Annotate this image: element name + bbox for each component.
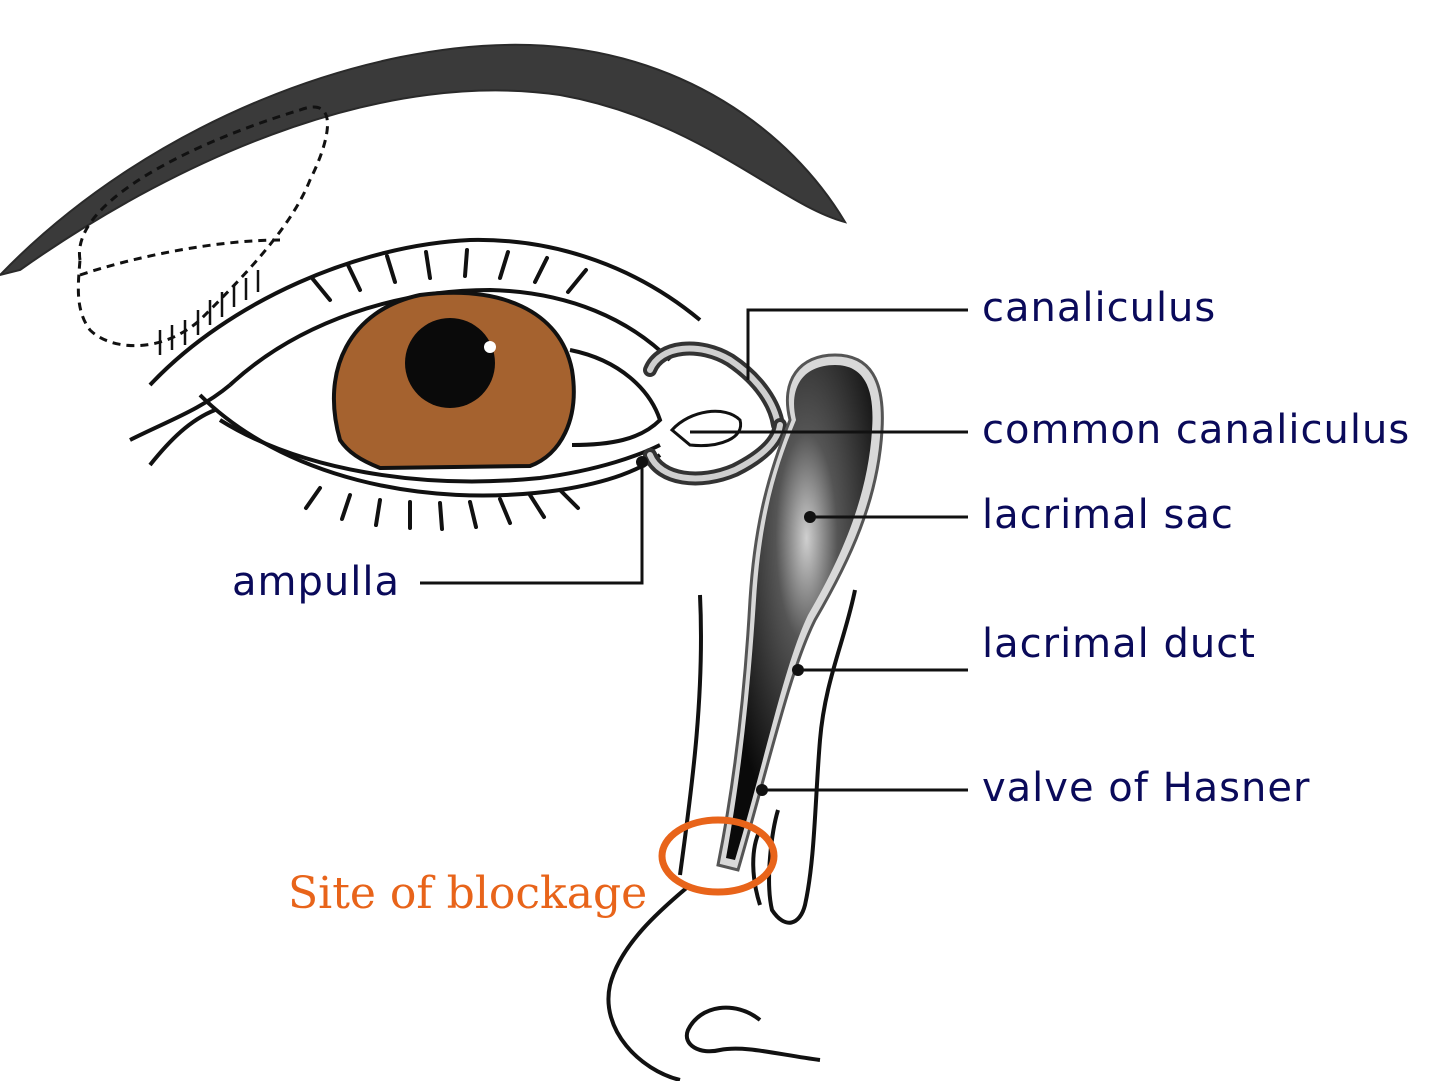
label-lacrimal-duct: lacrimal duct [982,624,1256,664]
label-common-canaliculus: common canaliculus [982,410,1410,450]
label-canaliculus: canaliculus [982,288,1216,328]
pupil [405,318,495,408]
label-lacrimal-sac: lacrimal sac [982,495,1234,535]
label-ampulla: ampulla [232,562,400,602]
pupil-highlight [484,341,496,353]
blockage-ellipse [662,820,774,892]
inferior-turbinate [753,830,760,905]
label-valve-of-hasner: valve of Hasner [982,768,1310,808]
caruncle [672,411,741,445]
nostril [687,1008,820,1060]
site-of-blockage-label: Site of blockage [288,872,647,916]
lateral-canthus [130,385,230,465]
eyebrow-shape [0,45,845,275]
nasal-lateral-wall [680,595,701,875]
gland-ducts [80,240,280,275]
